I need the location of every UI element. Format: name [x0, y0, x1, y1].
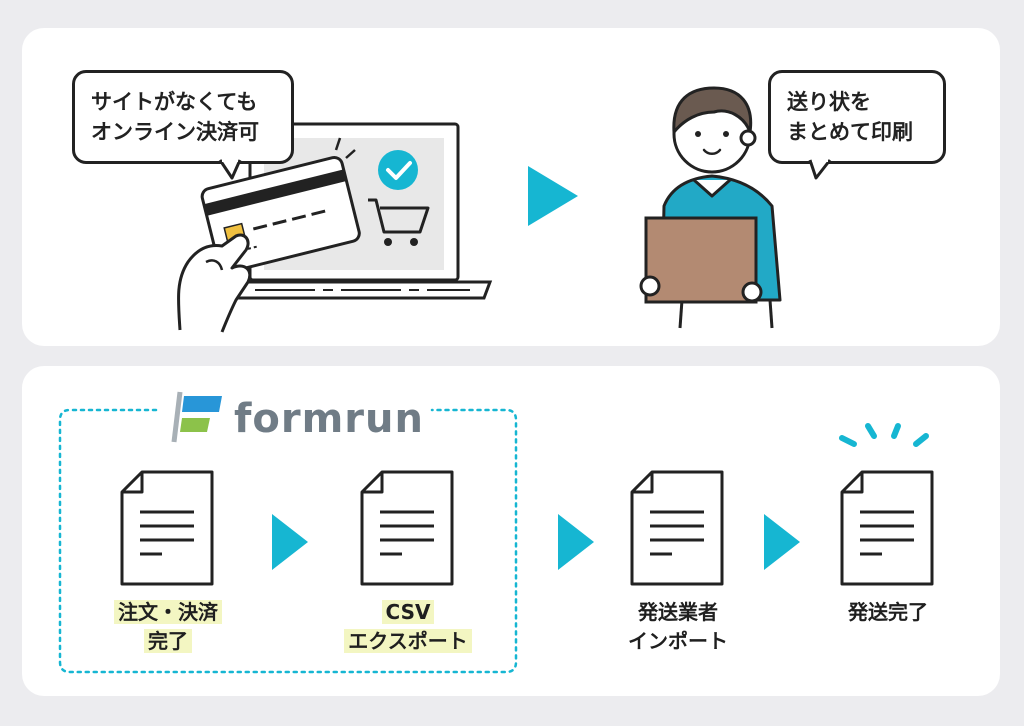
- formrun-group-boundary: [58, 408, 518, 674]
- bubble-tail: [218, 158, 242, 180]
- bubble-tail: [808, 158, 832, 180]
- arrow-right-icon: [764, 514, 800, 570]
- step-label-order-payment: 注文・決済 完了: [88, 598, 248, 656]
- label-line: 注文・決済: [114, 600, 222, 624]
- bubble-line: 送り状を: [787, 90, 871, 114]
- arrow-right-icon: [528, 166, 578, 226]
- label-line: CSV: [381, 600, 435, 624]
- formrun-logo-mark: [171, 391, 222, 443]
- document-icon: [120, 470, 214, 586]
- arrow-right-icon: [558, 514, 594, 570]
- label-line: 発送完了: [848, 600, 928, 624]
- bubble-line: オンライン決済可: [91, 120, 259, 144]
- step-label-csv-export: CSV エクスポート: [318, 598, 498, 656]
- sparkle-icon: [839, 423, 929, 447]
- document-icon: [840, 470, 934, 586]
- label-line: 完了: [144, 629, 192, 653]
- bubble-line: サイトがなくても: [91, 90, 258, 114]
- document-icon: [360, 470, 454, 586]
- document-icon: [630, 470, 724, 586]
- label-line: エクスポート: [344, 629, 472, 653]
- arrow-right-icon: [272, 514, 308, 570]
- label-line: インポート: [628, 629, 728, 653]
- speech-bubble-online-payment: サイトがなくても オンライン決済可: [72, 70, 294, 164]
- step-label-carrier-import: 発送業者 インポート: [598, 598, 758, 656]
- step-label-shipping-complete: 発送完了: [808, 598, 968, 627]
- bubble-line: まとめて印刷: [787, 120, 913, 144]
- speech-bubble-print-labels: 送り状を まとめて印刷: [768, 70, 946, 164]
- formrun-logo-text: formrun: [234, 396, 424, 442]
- label-line: 発送業者: [638, 600, 718, 624]
